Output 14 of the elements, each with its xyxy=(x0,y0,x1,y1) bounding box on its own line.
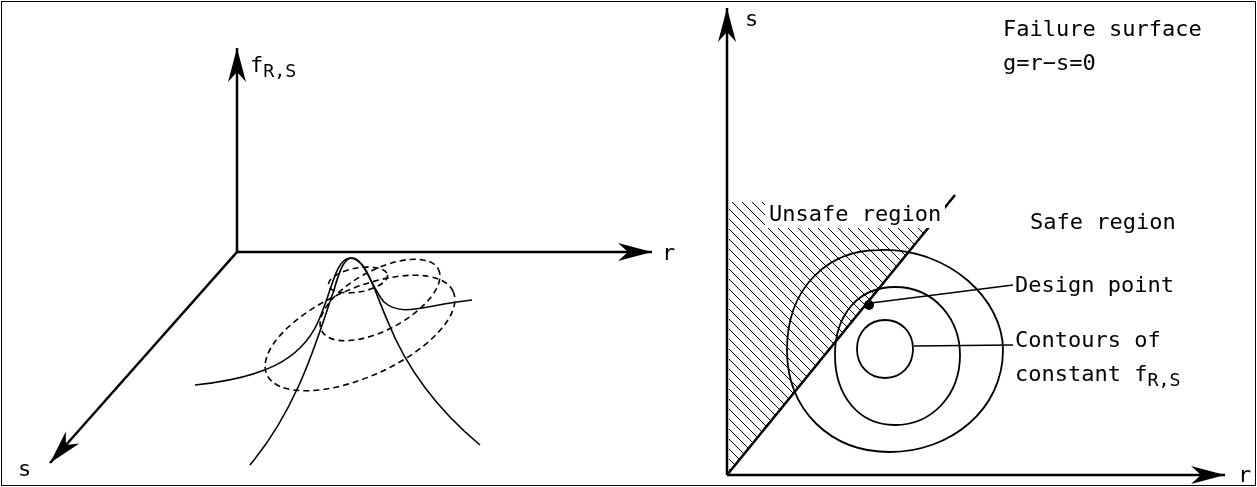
axis-label: s xyxy=(745,5,759,33)
axis-label: f$_{R,S}$ xyxy=(250,51,297,84)
axis-label: r xyxy=(662,239,676,267)
leader-line xyxy=(870,284,1014,304)
axis-label: s xyxy=(18,455,32,483)
region-label: Safe region xyxy=(1030,208,1176,236)
curve-label: Failure surface g=r−s=0 xyxy=(1003,15,1203,77)
callout-label: Contours of constant f$_{R,S}$ xyxy=(1015,323,1255,398)
leader-line xyxy=(913,344,1014,347)
contour-curve xyxy=(855,318,915,380)
region-label: Unsafe region xyxy=(765,200,946,228)
callout-label: Design point xyxy=(1015,268,1174,302)
axis-label: r xyxy=(1238,461,1252,487)
design-point-dot xyxy=(864,300,874,310)
